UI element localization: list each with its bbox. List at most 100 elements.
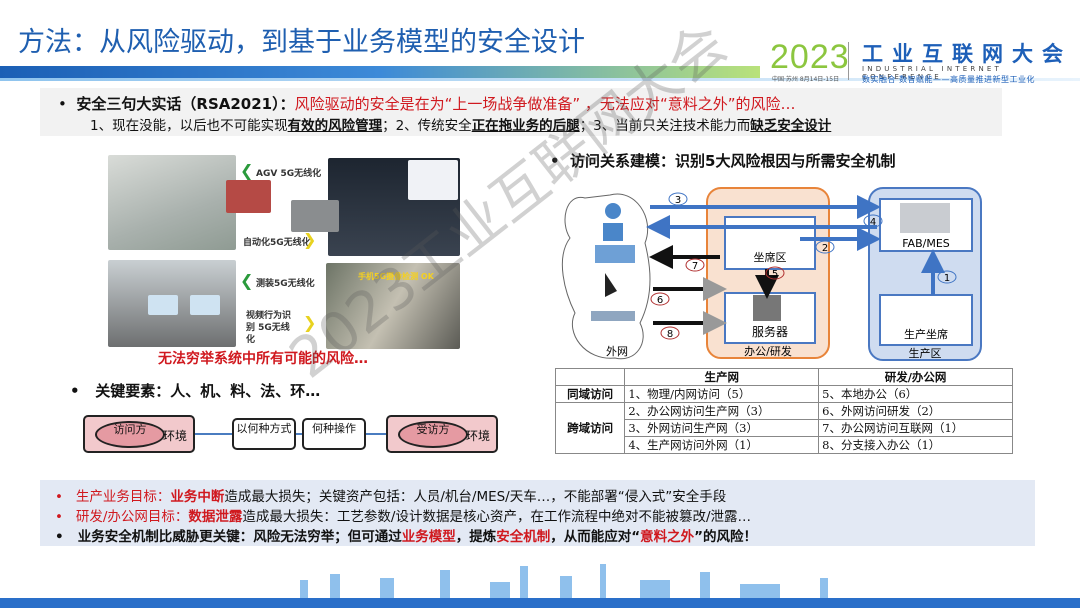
conclusion-key: 安全机制 <box>496 529 551 545</box>
automation-photo <box>291 200 339 232</box>
table-row: 4、生产网访问外网（1）8、分支接入办公（1） <box>556 436 1013 454</box>
photo-label: 视频行为识别 5G无线化 <box>246 311 292 345</box>
env-label: 环境 <box>465 429 490 443</box>
table-cell: 3、外网访问生产网（3） <box>624 419 820 437</box>
accessee-env-box: 受访方 环境 <box>386 415 498 453</box>
rsa-point1-key: 有效的风险管理 <box>287 118 383 134</box>
table-row: 3、外网访问生产网（3）7、办公网访问互联网（1） <box>556 419 1013 437</box>
conclusion-key: 意料之外 <box>640 529 695 545</box>
factory-photo-collage: ❮ AGV 5G无线化 自动化5G无线化 ❯ ❮ 测装5G无线化 视频行为识别 … <box>108 155 460 349</box>
row-group-label: 同域访问 <box>554 385 626 403</box>
chevron-right-icon: ❯ <box>303 230 317 249</box>
fab-equipment-icon <box>900 203 950 233</box>
logo-english: INDUSTRIAL INTERNET CONFERENCE <box>862 65 1002 81</box>
server-label: 服务器 <box>752 324 788 339</box>
branch-office-icon <box>591 311 635 321</box>
table-header: 生产网 <box>624 368 820 386</box>
agv-detail-photo <box>226 180 271 213</box>
chevron-right-icon: ❯ <box>303 313 317 332</box>
seats-label: 坐席区 <box>754 250 787 264</box>
table-cell: 6、外网访问研发（2） <box>818 402 1013 420</box>
logo-separator <box>848 42 849 80</box>
flow-label: 3 <box>675 195 681 206</box>
title-divider <box>0 78 1080 81</box>
conclusion-text: 业务安全机制比威胁更关键：风险无法穷举；但可通过 <box>77 529 402 545</box>
rsa-point2-key1: 正在 <box>471 118 499 134</box>
user-icon <box>605 203 621 219</box>
table-cell: 7、办公网访问互联网（1） <box>818 419 1013 437</box>
goal-label: 研发/办公网目标： <box>75 509 189 525</box>
rsa-point1: 1、现在没能，以后也不可能实现 <box>90 118 288 134</box>
goal-text: 造成最大损失：工艺参数/设计数据是核心资产，在工作流程中绝对不能被篡改/泄露… <box>242 509 752 525</box>
flow-label: 7 <box>692 261 698 272</box>
office-goal: • 研发/办公网目标：数据泄露造成最大损失：工艺参数/设计数据是核心资产，在工作… <box>55 509 752 525</box>
accessor-env-box: 访问方 环境 <box>83 415 195 453</box>
logo-year: 2023 <box>770 38 850 76</box>
row-group-label: 跨域访问 <box>554 402 626 454</box>
flow-label: 5 <box>772 269 778 280</box>
table-cell: 4、生产网访问外网（1） <box>624 436 820 454</box>
production-label: 生产区 <box>909 346 942 360</box>
agv-photo <box>108 155 236 250</box>
operation-box: 何种操作 <box>302 418 366 450</box>
chevron-left-icon: ❮ <box>240 161 254 180</box>
key-factors-heading: • 关键要素：人、机、料、法、环… <box>70 382 321 400</box>
server-icon <box>753 295 781 321</box>
prod-seats-box <box>879 294 973 346</box>
screen <box>190 295 220 315</box>
prod-seats-label: 生产坐席 <box>904 327 948 341</box>
goal-label: 生产业务目标： <box>75 489 171 505</box>
flow-label: 6 <box>657 295 663 306</box>
conclusion-text: ”的风险！ <box>694 529 757 545</box>
rsa-heading: 安全三句大实话（RSA2021）： <box>76 95 295 113</box>
software-window <box>408 160 458 200</box>
flow-label: 2 <box>822 243 828 254</box>
logo-date: 中国·苏州 8月14日-15日 <box>772 76 840 83</box>
rsa-line2: 1、现在没能，以后也不可能实现有效的风险管理；2、传统安全正在拖业务的后腿；3、… <box>90 114 831 134</box>
office-label: 办公/研发 <box>744 344 792 358</box>
key-factors-text: 关键要素：人、机、料、法、环… <box>95 382 321 400</box>
table-header: 研发/办公网 <box>818 368 1013 386</box>
flow-label: 8 <box>667 329 673 340</box>
table-header <box>554 368 626 386</box>
rsa-quote: 风险驱动的安全是在为“上一场战争做准备” ，无法应对“意料之外”的风险… <box>294 95 796 113</box>
slide-title: 方法：从风险驱动，到基于业务模型的安全设计 <box>18 27 585 58</box>
env-label: 环境 <box>162 429 187 443</box>
office-user-icon <box>595 245 635 263</box>
conclusion-box: • 生产业务目标：业务中断造成最大损失；关键资产包括：人员/机台/MES/天车…… <box>40 480 1035 546</box>
goal-key: 数据泄露 <box>188 509 243 525</box>
photo-overlay-label: 手机5G摄像检测 OK <box>358 272 434 281</box>
table-cell: 5、本地办公（6） <box>818 385 1013 403</box>
diagram-heading: • 访问关系建模：识别5大风险根因与所需安全机制 <box>550 152 896 170</box>
city-skyline-decoration <box>0 564 1080 608</box>
table-cell: 2、办公网访问生产网（3） <box>624 402 820 420</box>
conclusion-text: ，提炼 <box>455 529 497 545</box>
title-underline-bar <box>0 66 760 78</box>
rsa-line1: • 安全三句大实话（RSA2021）：风险驱动的安全是在为“上一场战争做准备” … <box>58 93 795 114</box>
access-model-diagram: 3 4 2 7 5 6 8 1 坐席区 服务器 FAB/MES 生产坐席 外网 … <box>561 187 982 361</box>
method-box: 以何种方式 <box>232 418 296 450</box>
conclusion-key: 业务模型 <box>401 529 456 545</box>
flow-label: 1 <box>944 273 950 284</box>
mechanism-conclusion: • 业务安全机制比威胁更关键：风险无法穷举；但可通过业务模型，提炼安全机制，从而… <box>55 529 757 545</box>
rsa-summary-box: • 安全三句大实话（RSA2021）：风险驱动的安全是在为“上一场战争做准备” … <box>40 88 1002 136</box>
logo-name: 工业互联网大会 <box>862 42 1072 66</box>
rsa-point2-key2: 拖业务的后腿 <box>498 118 580 134</box>
travelling-user-icon <box>605 273 617 297</box>
fab-label: FAB/MES <box>902 237 950 250</box>
bullet: • <box>58 95 67 113</box>
risk-caption: 无法穷举系统中所有可能的风险… <box>158 351 368 367</box>
flow-label: 4 <box>870 217 876 228</box>
production-goal: • 生产业务目标：业务中断造成最大损失；关键资产包括：人员/机台/MES/天车…… <box>55 489 727 505</box>
table-cell: 8、分支接入办公（1） <box>818 436 1013 454</box>
photo-label: AGV 5G无线化 <box>256 169 322 179</box>
accessee-ellipse: 受访方 <box>398 421 468 448</box>
terminal-icon <box>603 223 623 241</box>
video-recognition-photo <box>326 263 460 349</box>
goal-text: 造成最大损失；关键资产包括：人员/机台/MES/天车…，不能部署“侵入式”安全手… <box>224 489 727 505</box>
diagram-title: 访问关系建模：识别5大风险根因与所需安全机制 <box>570 152 896 170</box>
goal-key: 业务中断 <box>170 489 225 505</box>
